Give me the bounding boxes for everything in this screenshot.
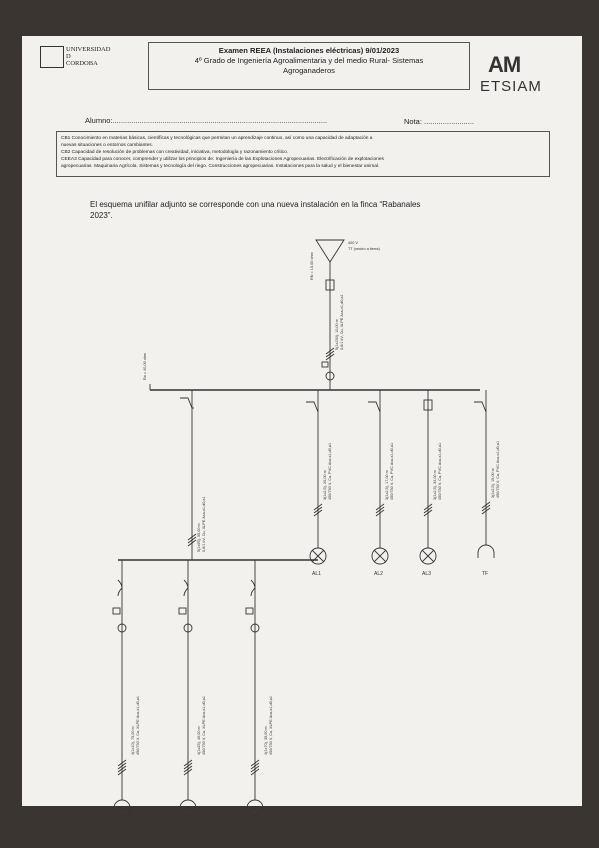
statement-line: El esquema unifilar adjunto se correspon…: [90, 200, 421, 209]
supply-system-label: TT (neutro a tierra): [348, 247, 381, 251]
grade-field: Nota: ........................: [404, 117, 475, 126]
motor-symbol-label: M: [185, 806, 189, 812]
competence-line: CB2 Capacidad de resolución de problemas…: [61, 150, 289, 155]
motor-cable-label: 450/750 V, Cu, XLPE Aca-s1,d0,a1: [269, 696, 273, 755]
exam-title-box: Examen REEA (Instalaciones eléctricas) 9…: [148, 42, 470, 90]
breaker-icon: [368, 401, 381, 413]
circuit-name: TF: [482, 571, 488, 577]
competences-box: CB1 Conocimiento en materias básicas, ci…: [56, 131, 550, 177]
differential-icon: [183, 623, 193, 633]
differential-icon: [250, 623, 260, 633]
socket-icon: [477, 544, 495, 554]
exam-title: Examen REEA (Instalaciones eléctricas) 9…: [218, 46, 400, 55]
university-line: UNIVERSIDAD: [66, 46, 111, 53]
relay-icon: [112, 607, 121, 615]
lamp-icon: [371, 547, 389, 565]
motor-symbol-label: M: [252, 806, 256, 812]
university-line: CORDOBA: [66, 60, 98, 67]
circuit-cable-label: 450/750 V, Cu, PVC Aca-s1,d0,a1: [328, 443, 332, 500]
exam-subtitle-2: Agroganaderos: [283, 66, 335, 75]
exam-paper: [22, 36, 582, 806]
motor-icon: [113, 799, 131, 817]
problem-statement: El esquema unifilar adjunto se correspon…: [90, 199, 530, 221]
fuse-icon: [325, 279, 335, 291]
motor-cable-label: 450/750 V, Cu, XLPE Aca-s1,d0,a1: [202, 696, 206, 755]
fuse-icon: [423, 399, 433, 411]
differential-icon: [325, 371, 335, 381]
university-line: D: [66, 53, 71, 60]
supply-voltage-label: 400 V: [348, 241, 358, 245]
breaker-icon: [474, 401, 487, 413]
transformer-symbol: [315, 239, 345, 263]
circuit-cable-label: 450/750 V, Cu, PVC Aca-s1,d0,a1: [438, 443, 442, 500]
university-crest-icon: [40, 46, 64, 68]
university-name: UNIVERSIDAD D CORDOBA: [66, 46, 110, 67]
breaker-icon: [306, 401, 319, 413]
student-name-field: Alumno:.................................…: [85, 116, 328, 125]
motor-cable-label: 4(1x10), 75,00 m: [131, 726, 135, 755]
competence-line: CB1 Conocimiento en materias básicas, ci…: [61, 136, 373, 141]
circuit-name: AL3: [422, 571, 431, 577]
breaker-icon: [180, 397, 194, 409]
relay-icon: [178, 607, 187, 615]
motor-cable-label: 4(1x70), 35,00 m: [264, 726, 268, 755]
competence-line: nuevas situaciones o entornos cambiantes…: [61, 143, 153, 148]
subpanel-cable-label: 0,6/1 kV, Cu, XLPE Aca-s1,d0,a1: [202, 496, 206, 552]
main-cable-label: 5(1x150), 10,00 m: [335, 319, 339, 350]
circuit-cable-label: 3(1x2,5), 17,00 m: [385, 470, 389, 500]
circuit-name: AL1: [312, 571, 321, 577]
circuit-cable-label: 3(1x2,5), 34,00 m: [433, 470, 437, 500]
circuit-name: AL2: [374, 571, 383, 577]
lamp-icon: [309, 547, 327, 565]
fuse-icon: [183, 579, 189, 597]
motor-cable-label: 4(1x25), 40,00 m: [197, 726, 201, 755]
earth-resistance-label: Ra = 40,00 ohm: [143, 353, 147, 380]
circuit-cable-label: 450/750 V, Cu, PVC Aca-s1,d0,a1: [390, 443, 394, 500]
motor-symbol-label: M: [119, 806, 123, 812]
protection-icon: [321, 361, 329, 368]
differential-icon: [117, 623, 127, 633]
lamp-icon: [419, 547, 437, 565]
fuse-icon: [117, 579, 123, 597]
fuse-icon: [250, 579, 256, 597]
competence-line: CEEA3 Capacidad para conocer, comprender…: [61, 157, 384, 162]
statement-line: 2023”.: [90, 211, 113, 220]
circuit-cable-label: 3(1x2,5), 20,00 m: [323, 470, 327, 500]
competence-line: agropecuarias. Maquinaria Agrícola. Sist…: [61, 164, 380, 169]
exam-subtitle-1: 4º Grado de Ingeniería Agroalimentaria y…: [194, 56, 424, 65]
subpanel-cable-label: 5(1x95), 55,00 m: [197, 523, 201, 552]
etsiam-logo-text: ETSIAM: [480, 78, 542, 95]
motor-icon: [246, 799, 264, 817]
etsiam-logo-mark: AM: [488, 52, 521, 77]
motor-cable-label: 450/750 V, Cu, XLPE Aca-s1,d0,a1: [136, 696, 140, 755]
relay-icon: [245, 607, 254, 615]
neutral-earth-label: RN = 10,00 ohm: [310, 252, 314, 280]
circuit-cable-label: 3(1x2,5), 15,00 m: [491, 468, 495, 498]
circuit-cable-label: 450/750 V, Cu, PVC Aca-s1,d0,a1: [496, 441, 500, 498]
main-cable-label: 0,6/1 kV, Cu, XLPE Aca-s1,d0,a1: [340, 294, 344, 350]
motor-icon: [179, 799, 197, 817]
